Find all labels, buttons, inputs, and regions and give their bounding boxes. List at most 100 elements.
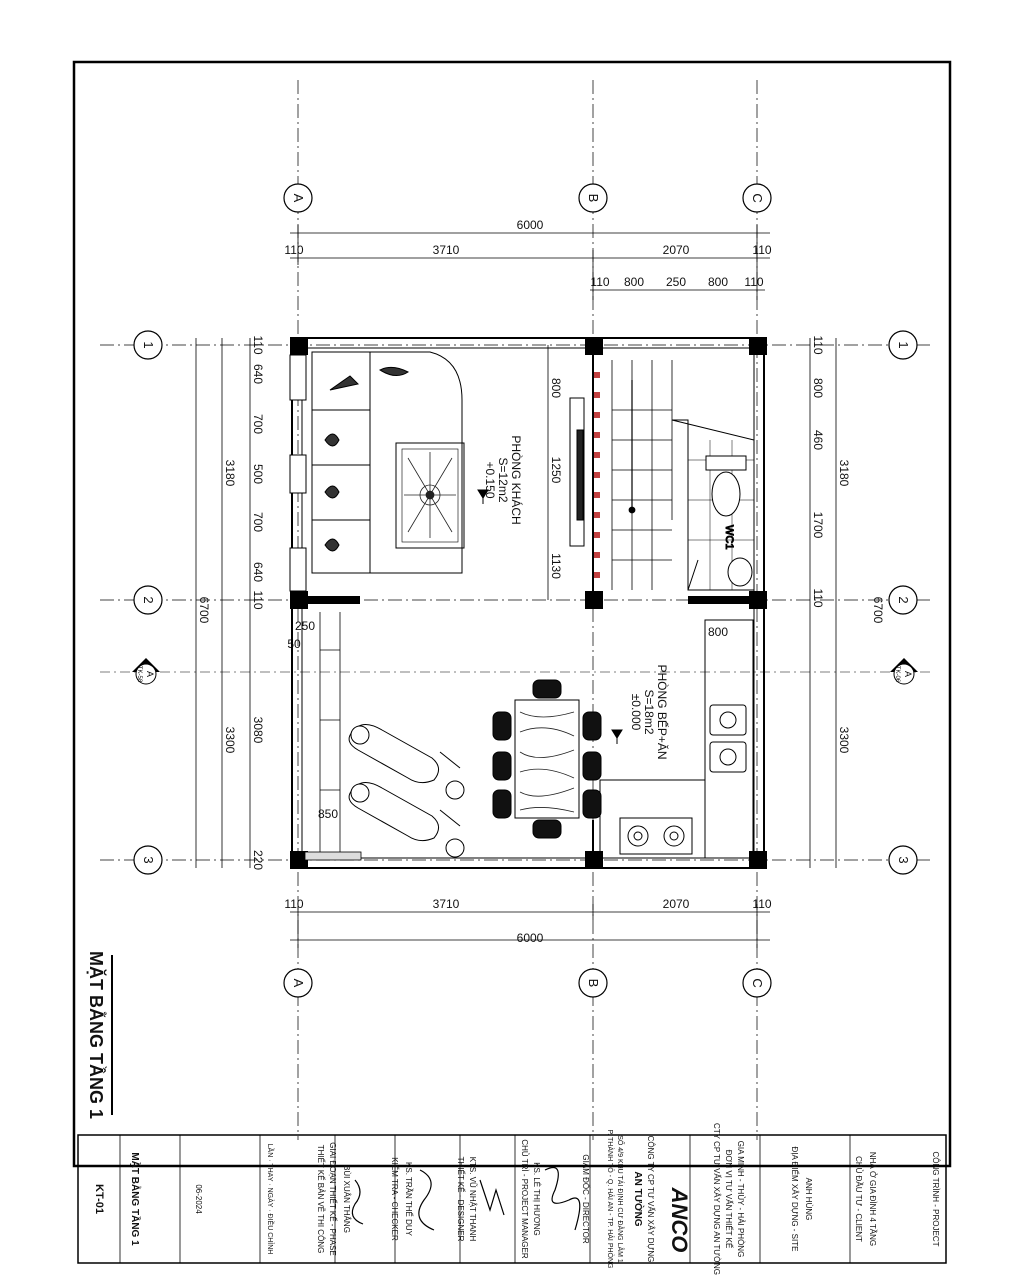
signature-director: [544, 1166, 581, 1231]
grid-bubble-c-top: [742, 183, 772, 213]
grid-bubble-1-left: [133, 330, 163, 360]
dimension-texts: 6000 110 3710 2070 110 110 800 250 800 1…: [197, 218, 885, 945]
dimension-lines: [195, 225, 837, 948]
entrance-doors: [304, 612, 362, 861]
dim-left-detail-4: 500: [251, 464, 265, 484]
dim-right-detail-1: 110: [811, 335, 825, 354]
chair-icon: [582, 711, 602, 741]
windows: [289, 354, 307, 592]
motorbike-icon: [348, 782, 465, 858]
cushion-icon: [378, 366, 409, 376]
dim-bottom-seg-1: 110: [284, 897, 303, 911]
motorbike-icon: [348, 724, 465, 800]
room-area-living: S=12m2: [496, 457, 510, 502]
column-a2: [290, 591, 308, 609]
dim-stair-1: 110: [590, 275, 609, 289]
grid-label-1-left: 1: [141, 341, 156, 348]
tb-phase-label: GIAI ĐOẠN THIẾT KẾ - PHASE: [328, 1142, 338, 1256]
wood-grain-pattern: [519, 711, 575, 813]
tb-site-name: GIA MINH - THỦY - HẢI PHÒNG: [736, 1141, 745, 1258]
grid-bubble-2-right: [888, 585, 918, 615]
tb-date: 06-2024: [194, 1184, 203, 1214]
dim-left-span-1: 3180: [223, 460, 237, 487]
tb-site-label: ĐỊA ĐIỂM XÂY DỰNG - SITE: [790, 1147, 799, 1252]
signatures: [351, 1166, 581, 1231]
grid-bubble-labels: A B C A B C 1 2 3 1 2 3: [141, 193, 911, 987]
grid-label-3-right: 3: [896, 856, 911, 863]
kitchen-counter: [704, 619, 754, 859]
drawing-title: MẶT BẰNG TẦNG 1: [86, 951, 107, 1119]
window-1: [289, 354, 307, 401]
dim-top-seg-4: 110: [752, 243, 771, 257]
grid-bubble-3-left: [133, 845, 163, 875]
tb-pm-name: KTS. VŨ NHẬT THANH: [468, 1157, 477, 1242]
cooktop-icon: [619, 817, 693, 855]
grid-label-a-bottom: A: [291, 979, 306, 988]
cushion-icon: [324, 485, 340, 499]
tb-checker-name: BÙI XUÂN THẮNG: [342, 1165, 351, 1233]
dim-living-1: 800: [549, 378, 563, 398]
dim-overall-left: 6700: [197, 597, 211, 624]
room-name-wc: WC1: [723, 525, 735, 549]
grid-label-b-top: B: [586, 194, 601, 203]
dim-small-250: 250: [295, 619, 315, 633]
section-bubble-right: [893, 663, 915, 685]
dim-stair-4: 800: [708, 275, 728, 289]
stair-arrow-dot: [628, 506, 636, 514]
dim-left-detail-9: 220: [251, 850, 265, 870]
kitchen-dining: [492, 619, 754, 859]
tv-console: [569, 397, 585, 547]
dim-small-850: 850: [318, 807, 338, 821]
grid-label-c-bottom: C: [750, 978, 765, 987]
chair-icon: [582, 789, 602, 819]
cushion-icon: [324, 538, 340, 552]
room-level-kitchen: ±0.000: [629, 694, 643, 731]
chair-icon: [492, 711, 512, 741]
sink-icon: [709, 741, 747, 773]
chair-icon: [582, 751, 602, 781]
dim-top-seg-1: 110: [284, 243, 303, 257]
tv-icon: [576, 429, 584, 521]
columns: [290, 337, 767, 869]
tb-company-line1: CÔNG TY CP TƯ VẤN XÂY DỰNG: [646, 1136, 656, 1263]
section-ref-right: TK-06: [894, 666, 900, 683]
grid-bubble-c-bottom: [742, 968, 772, 998]
dim-top-seg-3: 2070: [663, 243, 690, 257]
column-a3: [290, 851, 308, 869]
living-room: [311, 351, 585, 574]
chair-icon: [492, 789, 512, 819]
counter-l: [599, 779, 705, 858]
chair-icon: [492, 751, 512, 781]
grid-lines: [100, 80, 930, 1140]
grid-label-c-top: C: [750, 193, 765, 202]
section-letter-left: A: [145, 671, 155, 677]
grid-label-1-right: 1: [896, 341, 911, 348]
dim-overall-top: 6000: [517, 218, 544, 232]
tb-client-label: CHỦ ĐẦU TƯ - CLIENT: [854, 1156, 864, 1242]
dim-left-detail-1: 110: [251, 335, 265, 354]
window-2: [289, 454, 307, 494]
room-area-kitchen: S=18m2: [642, 689, 656, 734]
stair: [611, 360, 673, 590]
dim-left-detail-2: 640: [251, 364, 265, 384]
dim-left-detail-3: 700: [251, 414, 265, 434]
tb-company-line2: AN TƯỜNG: [632, 1171, 645, 1226]
grid-bubble-b-bottom: [578, 968, 608, 998]
grid-label-a-top: A: [291, 194, 306, 203]
dim-overall-bottom: 6000: [517, 931, 544, 945]
dim-stair-2: 800: [624, 275, 644, 289]
room-level-living: +0.150: [483, 461, 497, 498]
grid-bubble-1-right: [888, 330, 918, 360]
tb-consultant-name: CTY CP TƯ VẤN XÂY DỰNG AN TƯỜNG: [712, 1123, 722, 1275]
section-bubble-left: [135, 663, 157, 685]
sheet-border: [72, 60, 952, 1168]
dim-top-seg-2: 3710: [433, 243, 460, 257]
tb-pm-label: CHỦ TRÌ - PROJECT MANAGER: [520, 1139, 529, 1258]
tb-director-label: GIÁM ĐỐC - DIRECTOR: [581, 1154, 591, 1243]
cushion-icon: [329, 375, 360, 391]
tb-designer-name: KS. TRẦN THẾ DUY: [404, 1162, 414, 1237]
dim-bottom-seg-2: 3710: [433, 897, 460, 911]
washbasin-icon: [727, 557, 753, 587]
dim-left-detail-8: 3080: [251, 717, 265, 744]
signature-designer: [418, 1169, 435, 1231]
